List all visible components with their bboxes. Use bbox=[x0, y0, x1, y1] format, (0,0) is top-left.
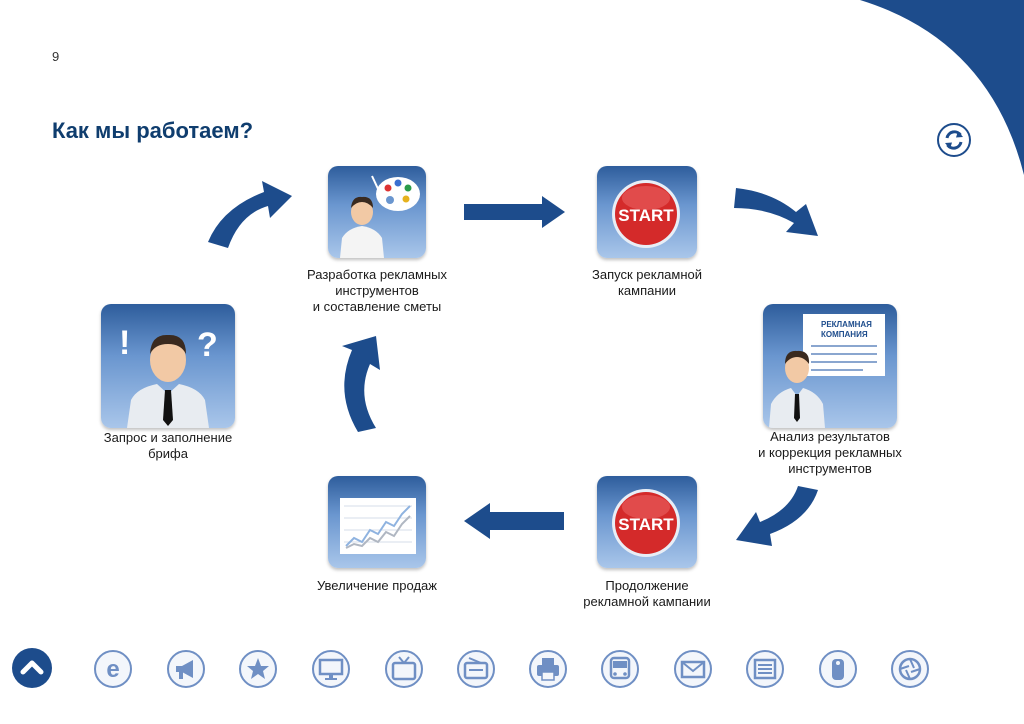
nav-tv-button[interactable] bbox=[385, 650, 423, 688]
nav-newspaper-button[interactable] bbox=[746, 650, 784, 688]
campaign-report-icon: РЕКЛАМНАЯ КОМПАНИЯ bbox=[769, 314, 885, 428]
arrow-develop-to-launch bbox=[464, 196, 565, 228]
step-develop-tile bbox=[328, 166, 426, 258]
radio-icon bbox=[463, 657, 489, 680]
step-sales-tile bbox=[328, 476, 426, 568]
step-launch-label: Запуск рекламной кампании bbox=[592, 267, 702, 298]
phone-icon bbox=[832, 659, 844, 680]
nav-megaphone-button[interactable] bbox=[167, 650, 205, 688]
step-launch-tile: START bbox=[597, 166, 697, 258]
monitor-icon bbox=[318, 658, 344, 680]
chevron-up-icon bbox=[20, 660, 44, 675]
start-button-icon: START bbox=[612, 180, 680, 248]
start-badge-text: START bbox=[618, 515, 674, 534]
refresh-icon[interactable] bbox=[936, 122, 972, 158]
bus-icon bbox=[609, 656, 631, 680]
nav-bus-button[interactable] bbox=[601, 650, 639, 688]
person-question-icon: ! ? bbox=[119, 324, 218, 428]
step-analysis-label: Анализ результатов и коррекция рекламных… bbox=[758, 429, 902, 476]
svg-text:e: e bbox=[106, 656, 119, 683]
arrow-analysis-to-continue bbox=[736, 486, 818, 546]
nav-printer-button[interactable] bbox=[529, 650, 567, 688]
nav-internet-button[interactable]: e bbox=[94, 650, 132, 688]
nav-camera-button[interactable] bbox=[891, 650, 929, 688]
megaphone-icon bbox=[176, 660, 193, 679]
step-continue-tile: START bbox=[597, 476, 697, 568]
start-button-icon: START bbox=[612, 489, 680, 557]
printer-icon bbox=[537, 658, 559, 681]
nav-phone-button[interactable] bbox=[819, 650, 857, 688]
step-sales-label: Увеличение продаж bbox=[317, 578, 437, 593]
scroll-up-button[interactable] bbox=[12, 648, 52, 688]
step-brief-tile: ! ? bbox=[101, 304, 235, 428]
nav-monitor-button[interactable] bbox=[312, 650, 350, 688]
nav-star-button[interactable] bbox=[239, 650, 277, 688]
camera-aperture-icon bbox=[898, 657, 922, 681]
svg-text:РЕКЛАМНАЯ: РЕКЛАМНАЯ bbox=[821, 320, 872, 329]
svg-text:КОМПАНИЯ: КОМПАНИЯ bbox=[821, 330, 868, 339]
svg-text:?: ? bbox=[197, 326, 218, 364]
nav-mail-button[interactable] bbox=[674, 650, 712, 688]
svg-text:!: ! bbox=[119, 324, 130, 362]
page-title: Как мы работаем? bbox=[52, 118, 254, 143]
arrow-sales-to-develop bbox=[342, 336, 380, 432]
start-badge-text: START bbox=[618, 206, 674, 225]
sales-growth-chart-icon bbox=[340, 498, 416, 554]
designer-palette-icon bbox=[340, 175, 420, 258]
step-develop-label: Разработка рекламных инструментов и сост… bbox=[307, 267, 447, 314]
star-icon bbox=[247, 658, 269, 679]
arrow-launch-to-analysis bbox=[734, 188, 818, 236]
newspaper-icon bbox=[753, 658, 777, 680]
internet-explorer-icon: e bbox=[106, 656, 119, 683]
step-brief-label: Запрос и заполнение брифа bbox=[103, 430, 233, 461]
tv-icon bbox=[391, 656, 417, 681]
arrow-brief-to-develop bbox=[208, 181, 292, 248]
mail-icon bbox=[680, 660, 706, 679]
page-number: 9 bbox=[52, 49, 60, 64]
step-continue-label: Продолжение рекламной кампании bbox=[583, 578, 711, 609]
step-analysis-tile: РЕКЛАМНАЯ КОМПАНИЯ bbox=[763, 304, 897, 428]
nav-radio-button[interactable] bbox=[457, 650, 495, 688]
arrow-continue-to-sales bbox=[464, 503, 564, 539]
